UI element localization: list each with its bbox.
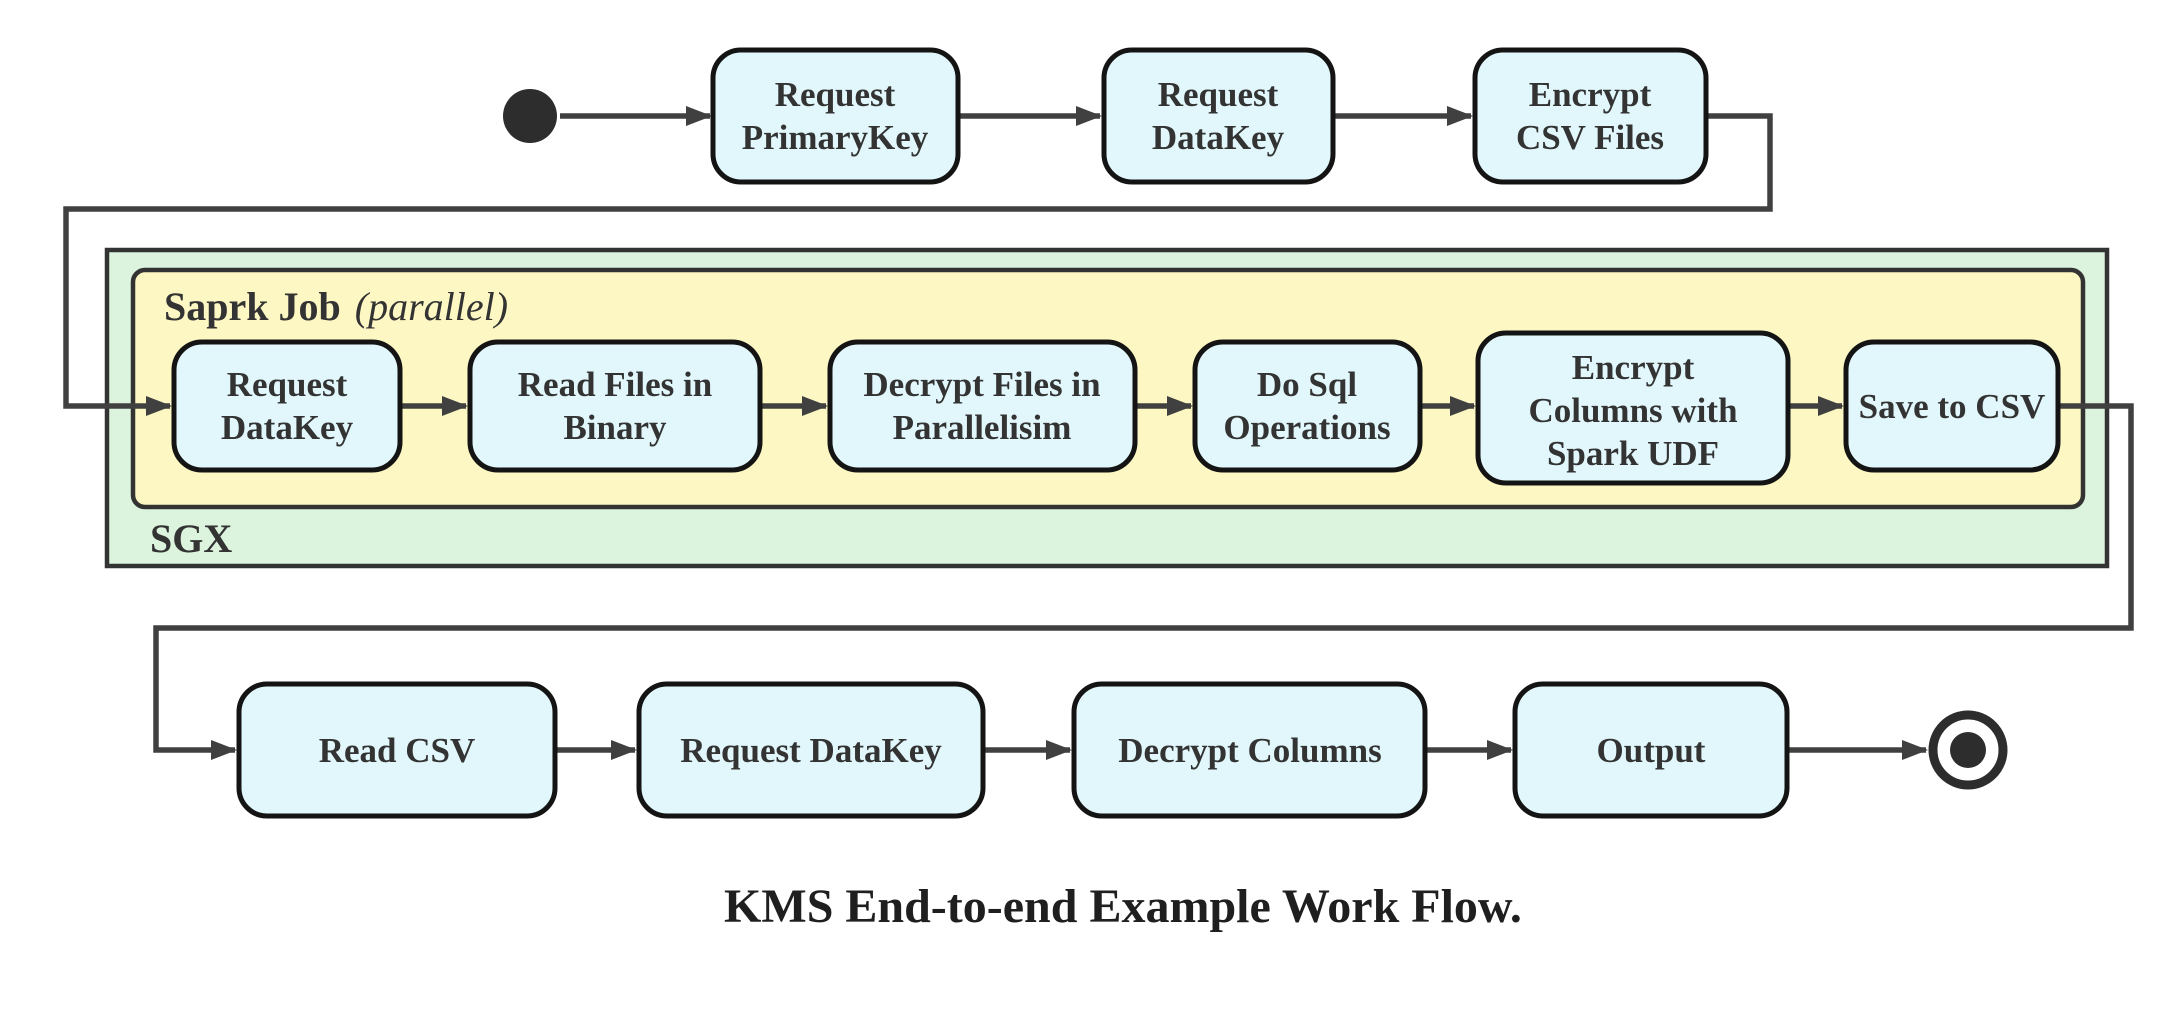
label-line: Encrypt xyxy=(1572,348,1695,387)
node-decrypt-files-in-parallelisim-box xyxy=(827,339,1138,473)
node-save-to-csv-box xyxy=(1843,339,2061,473)
sgx-container-label: SGX xyxy=(150,516,232,561)
node-decrypt-files-in-parallelisim: Decrypt Files in Parallelisim xyxy=(827,339,1138,473)
node-output-box xyxy=(1512,681,1790,819)
node-read-files-in-binary: Read Files in Binary xyxy=(467,339,763,473)
node-read-csv: Read CSV xyxy=(236,681,558,819)
node-request-datakey-sgx-box xyxy=(171,339,403,473)
node-encrypt-csv-files-box xyxy=(1472,47,1709,185)
node-save-to-csv: Save to CSV xyxy=(1843,339,2061,473)
spark-job-qualifier: (parallel) xyxy=(355,284,508,329)
edge-save-csv-to-read-csv xyxy=(153,403,2134,760)
spark-job-title: Saprk Job xyxy=(164,284,341,329)
label-line: CSV Files xyxy=(1516,118,1664,157)
label-line: DataKey xyxy=(1152,118,1285,157)
node-request-datakey-out-box xyxy=(636,681,986,819)
diagram-caption: KMS End-to-end Example Work Flow. xyxy=(724,880,1522,933)
node-decrypt-columns: Decrypt Columns xyxy=(1071,681,1428,819)
node-request-datakey-out: Request DataKey xyxy=(636,681,986,819)
node-request-datakey-out-label: Request DataKey xyxy=(680,731,942,770)
label-line: DataKey xyxy=(221,408,354,447)
final-state-inner-dot xyxy=(1950,732,1986,768)
edge-encrypt-csv-files-to-sgx-request-datakey xyxy=(63,113,1773,416)
node-decrypt-files-in-parallelisim-label: Decrypt Files in Parallelisim xyxy=(863,365,1100,447)
final-state-icon xyxy=(1928,710,2008,790)
label-line: Request xyxy=(775,75,896,114)
label-line: Encrypt xyxy=(1529,75,1652,114)
label-line: PrimaryKey xyxy=(742,118,929,157)
label-line: Parallelisim xyxy=(893,408,1072,447)
initial-state-icon xyxy=(503,89,557,143)
label-line: Read Files in xyxy=(518,365,712,404)
node-output: Output xyxy=(1512,681,1790,819)
node-read-files-in-binary-box xyxy=(467,339,763,473)
label-line: Do Sql xyxy=(1257,365,1357,404)
node-output-label: Output xyxy=(1597,731,1706,770)
node-request-primarykey-box xyxy=(710,47,961,185)
label-line: Columns with xyxy=(1528,391,1737,430)
node-decrypt-columns-box xyxy=(1071,681,1428,819)
node-read-csv-label: Read CSV xyxy=(319,731,476,770)
label-line: Request xyxy=(1158,75,1279,114)
edges xyxy=(63,106,2134,760)
node-read-files-in-binary-label: Read Files in Binary xyxy=(518,365,712,447)
node-request-datakey-top-box xyxy=(1101,47,1336,185)
label-line: Request xyxy=(227,365,348,404)
node-decrypt-columns-label: Decrypt Columns xyxy=(1118,731,1381,770)
node-do-sql-operations-box xyxy=(1192,339,1423,473)
label-line: Spark UDF xyxy=(1547,434,1719,473)
label-line: Decrypt Files in xyxy=(863,365,1100,404)
label-line: Binary xyxy=(563,408,667,447)
node-save-to-csv-label: Save to CSV xyxy=(1859,387,2046,426)
spark-job-container-label: Saprk Job (parallel) xyxy=(164,284,508,329)
label-line: Operations xyxy=(1223,408,1390,447)
node-read-csv-box xyxy=(236,681,558,819)
node-encrypt-columns-with-spark-udf-box xyxy=(1475,330,1791,486)
